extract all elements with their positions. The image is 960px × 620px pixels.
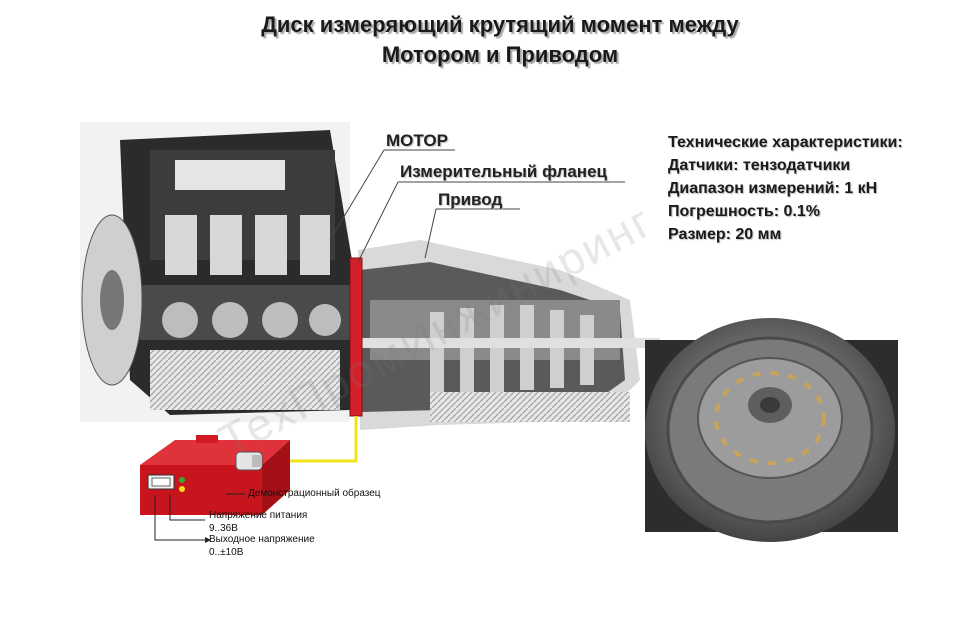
output-leader [154, 495, 205, 541]
output-voltage-label: Выходное напряжение 0..±10В [209, 533, 315, 559]
output-voltage-value: 0..±10В [209, 547, 244, 558]
demo-sample-label: Демонстрационный образец [248, 488, 381, 499]
motor-callout-line [329, 149, 385, 241]
title-line-1: Диск измеряющий крутящий момент между [261, 12, 739, 37]
specs-heading: Технические характеристики: [668, 134, 903, 151]
sensor-disk-photo [645, 318, 898, 542]
specs-size: Размер: 20 мм [668, 226, 782, 243]
page-title: Диск измеряющий крутящий момент между Мо… [0, 10, 960, 70]
signal-cable [262, 416, 358, 463]
motor-label: МОТОР [386, 131, 448, 150]
supply-voltage-label: Напряжение питания 9..36В [209, 509, 307, 535]
flange-callout-line [357, 181, 399, 263]
drive-callout-line [424, 208, 437, 259]
specs-error: Погрешность: 0.1% [668, 203, 820, 220]
supply-voltage-title: Напряжение питания [209, 510, 308, 521]
flange-label: Измерительный фланец [400, 162, 607, 181]
drive-label: Привод [438, 190, 503, 209]
output-voltage-title: Выходное напряжение [209, 534, 315, 545]
supply-leader [169, 495, 205, 521]
specs-sensors: Датчики: тензодатчики [668, 157, 851, 174]
technical-specs: Технические характеристики: Датчики: тен… [668, 131, 903, 246]
engine-illustration [80, 122, 352, 422]
electronics-box [140, 435, 290, 515]
specs-range: Диапазон измерений: 1 кН [668, 180, 878, 197]
transmission-illustration [358, 240, 660, 430]
title-line-2: Мотором и Приводом [381, 42, 619, 67]
supply-voltage-value: 9..36В [209, 523, 238, 534]
